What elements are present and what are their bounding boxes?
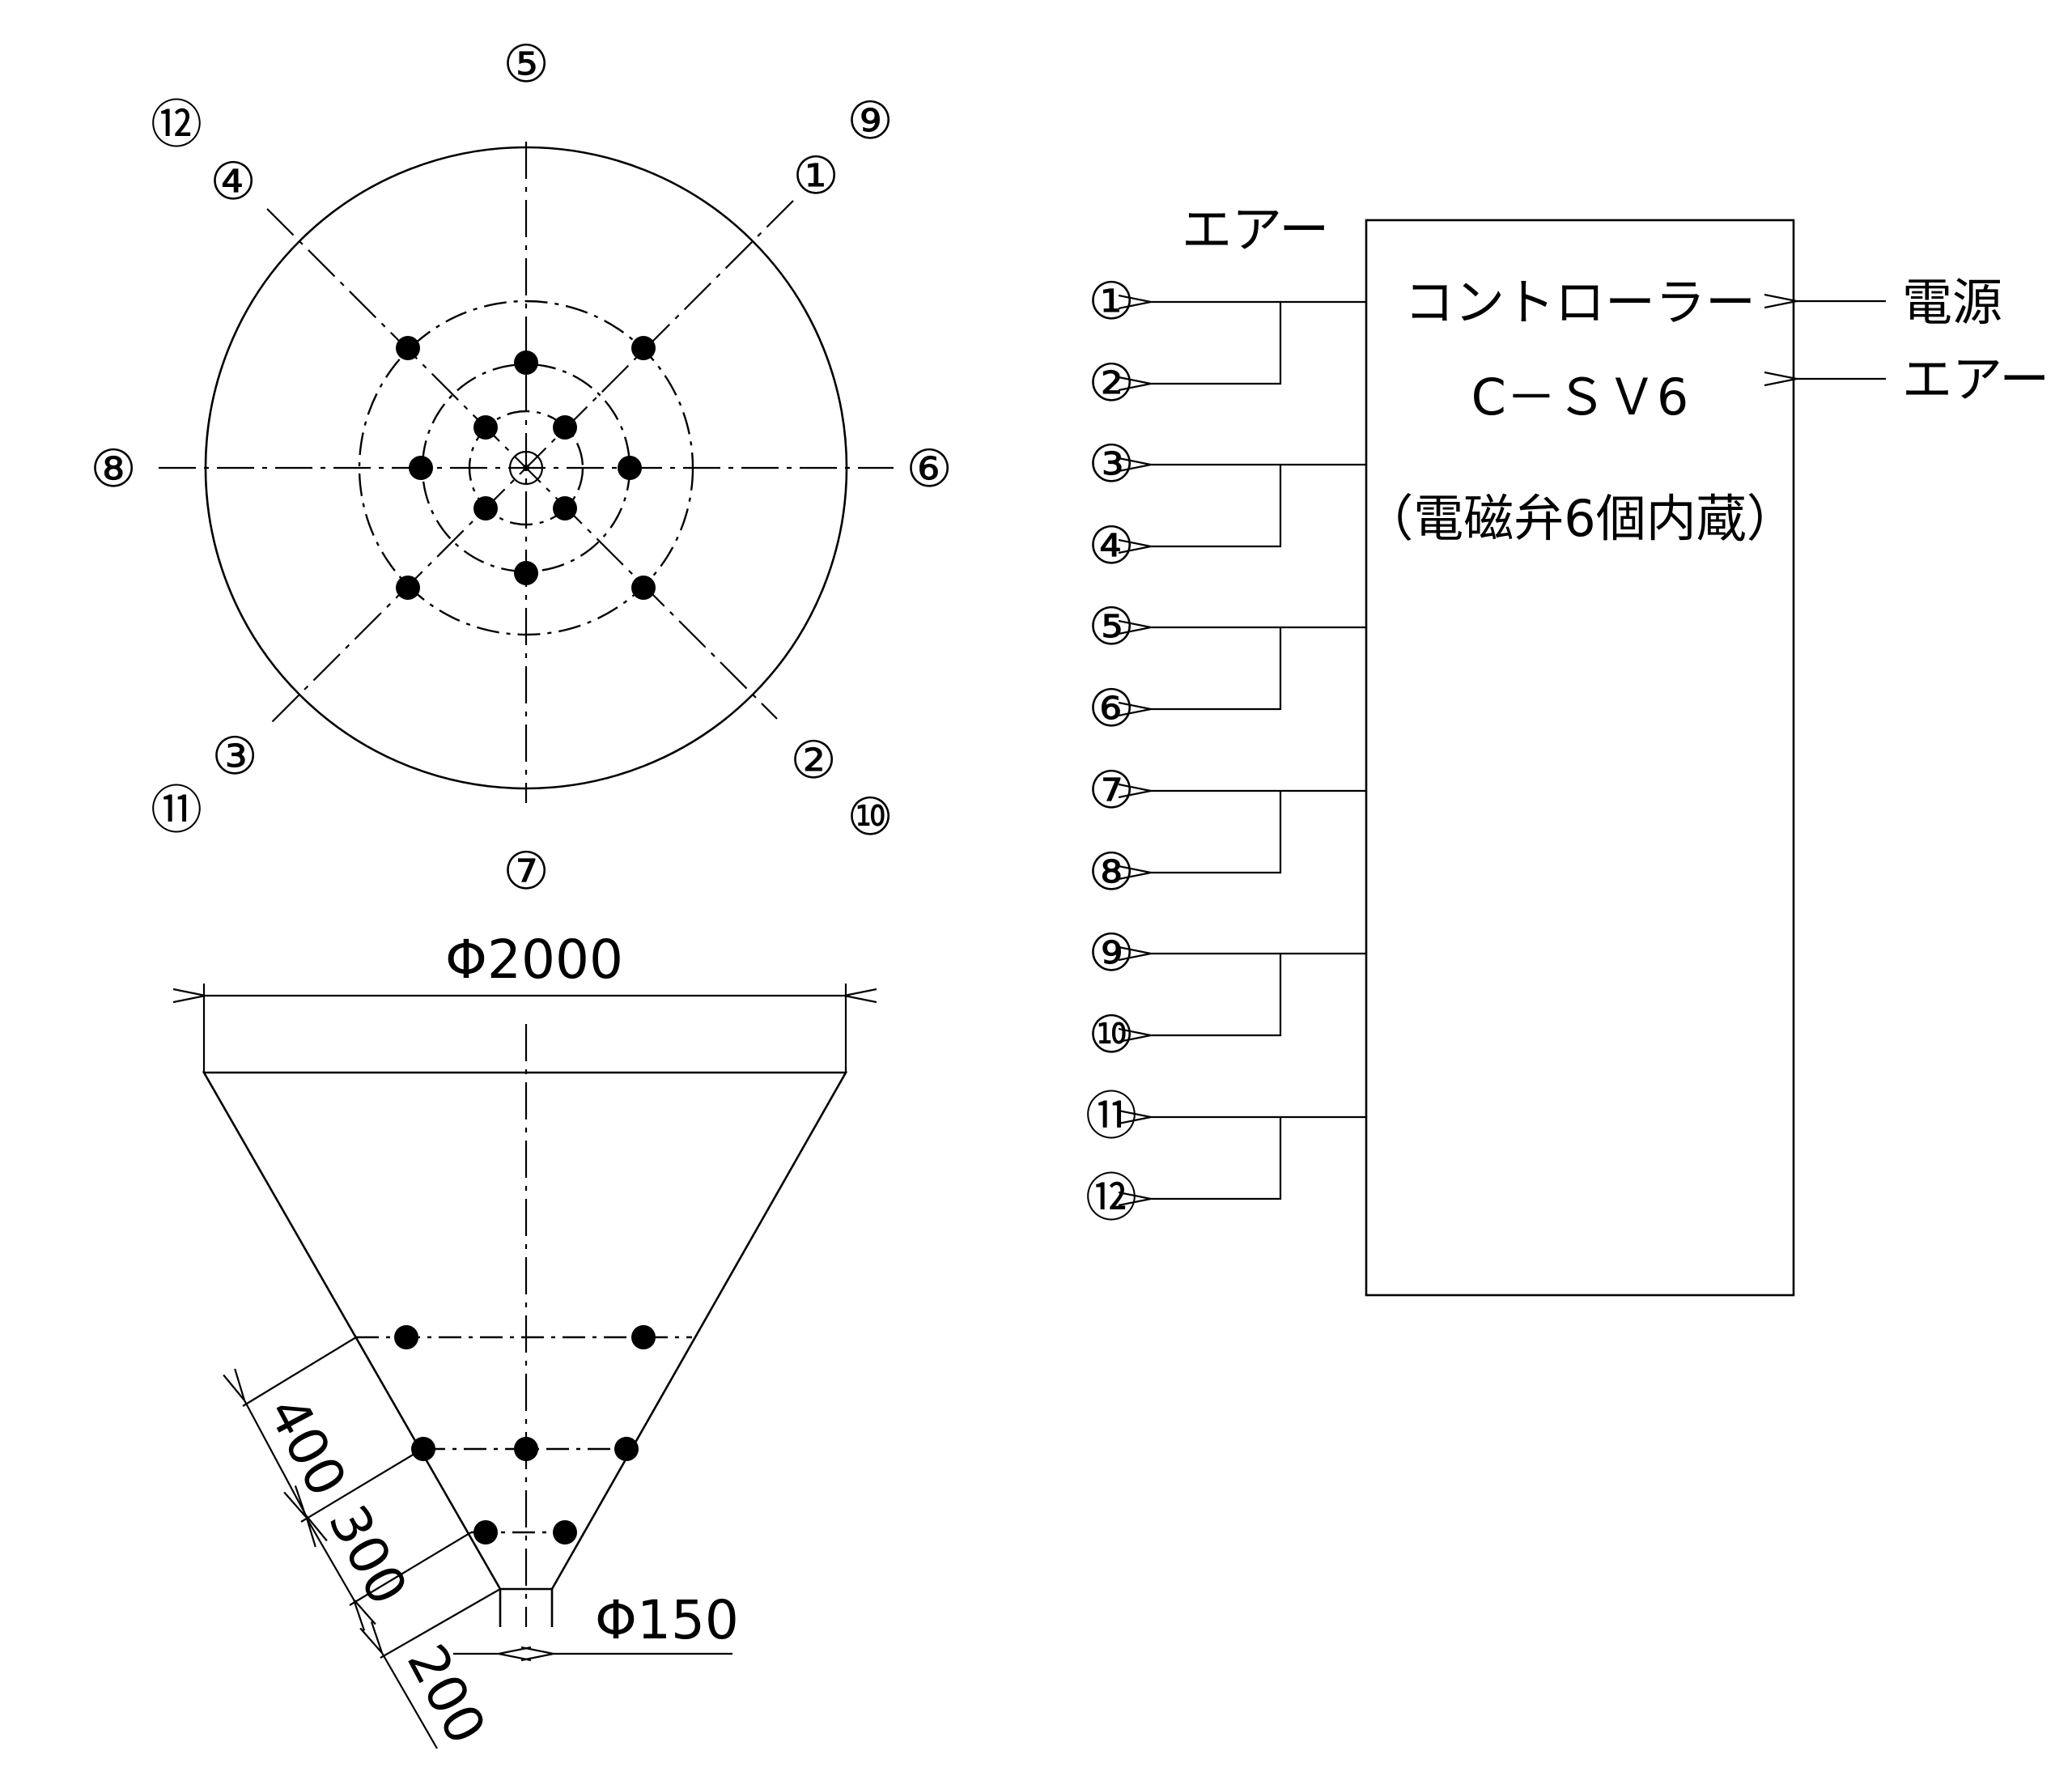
label-7: ⑦	[503, 842, 549, 902]
label-8: ⑧	[90, 440, 136, 499]
controller-title: コントローラー	[1404, 273, 1756, 332]
output-9: ⑨	[1088, 924, 1134, 984]
label-11: ⑪	[151, 781, 202, 841]
label-6: ⑥	[906, 440, 952, 499]
label-4: ④	[210, 152, 256, 212]
output-8: ⑧	[1088, 843, 1134, 903]
output-11: ⑪	[1085, 1087, 1137, 1147]
dim-400: 400	[256, 1387, 359, 1506]
top-view: ⑤ ⑨ ① ⑥ ② ⑩ ⑦ ③ ⑪ ⑧ ④ ⑫	[90, 35, 952, 902]
output-2: ②	[1088, 354, 1134, 414]
label-12: ⑫	[151, 96, 202, 155]
power-label: 電源	[1902, 273, 2002, 332]
label-3: ③	[211, 727, 257, 787]
position-labels: ⑤ ⑨ ① ⑥ ② ⑩ ⑦ ③ ⑪ ⑧ ④ ⑫	[90, 35, 952, 902]
controller-diagram: エアー コントローラー C－ＳＶ6 （電磁弁6個内蔵） 電源 エアー ① ② ③	[1085, 200, 2049, 1297]
label-2: ②	[790, 731, 836, 791]
dim-top-diameter: Φ2000	[445, 928, 623, 991]
output-5: ⑤	[1088, 597, 1134, 657]
dim-300: 300	[316, 1495, 419, 1614]
output-12: ⑫	[1085, 1169, 1137, 1229]
output-6: ⑥	[1088, 679, 1134, 739]
side-view: Φ2000 400 300 200 Φ150	[204, 928, 846, 1754]
controller-note: （電磁弁6個内蔵）	[1363, 489, 1796, 548]
output-labels: ① ② ③ ④ ⑤ ⑥ ⑦ ⑧ ⑨ ⑩ ⑪ ⑫	[1085, 272, 1137, 1229]
nozzle-points	[396, 336, 656, 600]
output-1: ①	[1088, 272, 1134, 332]
controller-model: C－ＳＶ6	[1471, 368, 1689, 427]
label-10: ⑩	[847, 788, 893, 848]
controller-box	[1365, 219, 1795, 1297]
dim-200-line	[382, 1653, 438, 1749]
label-9: ⑨	[847, 91, 893, 151]
air-label: エアー	[1902, 350, 2049, 409]
output-4: ④	[1088, 516, 1134, 576]
output-3: ③	[1088, 435, 1134, 495]
dim-outlet-diameter: Φ150	[595, 1589, 739, 1651]
output-7: ⑦	[1088, 761, 1134, 821]
dim-200: 200	[395, 1634, 498, 1753]
air-supply-label: エアー	[1182, 200, 1329, 259]
output-lines	[1151, 302, 1366, 1199]
label-5: ⑤	[503, 35, 549, 95]
hopper-outline	[202, 1071, 848, 1591]
label-1: ①	[792, 147, 839, 206]
output-10: ⑩	[1088, 1005, 1134, 1065]
diagonal-axis-1	[266, 200, 794, 728]
diagonal-axis-2	[266, 208, 778, 720]
dim-300-line	[306, 1517, 354, 1600]
